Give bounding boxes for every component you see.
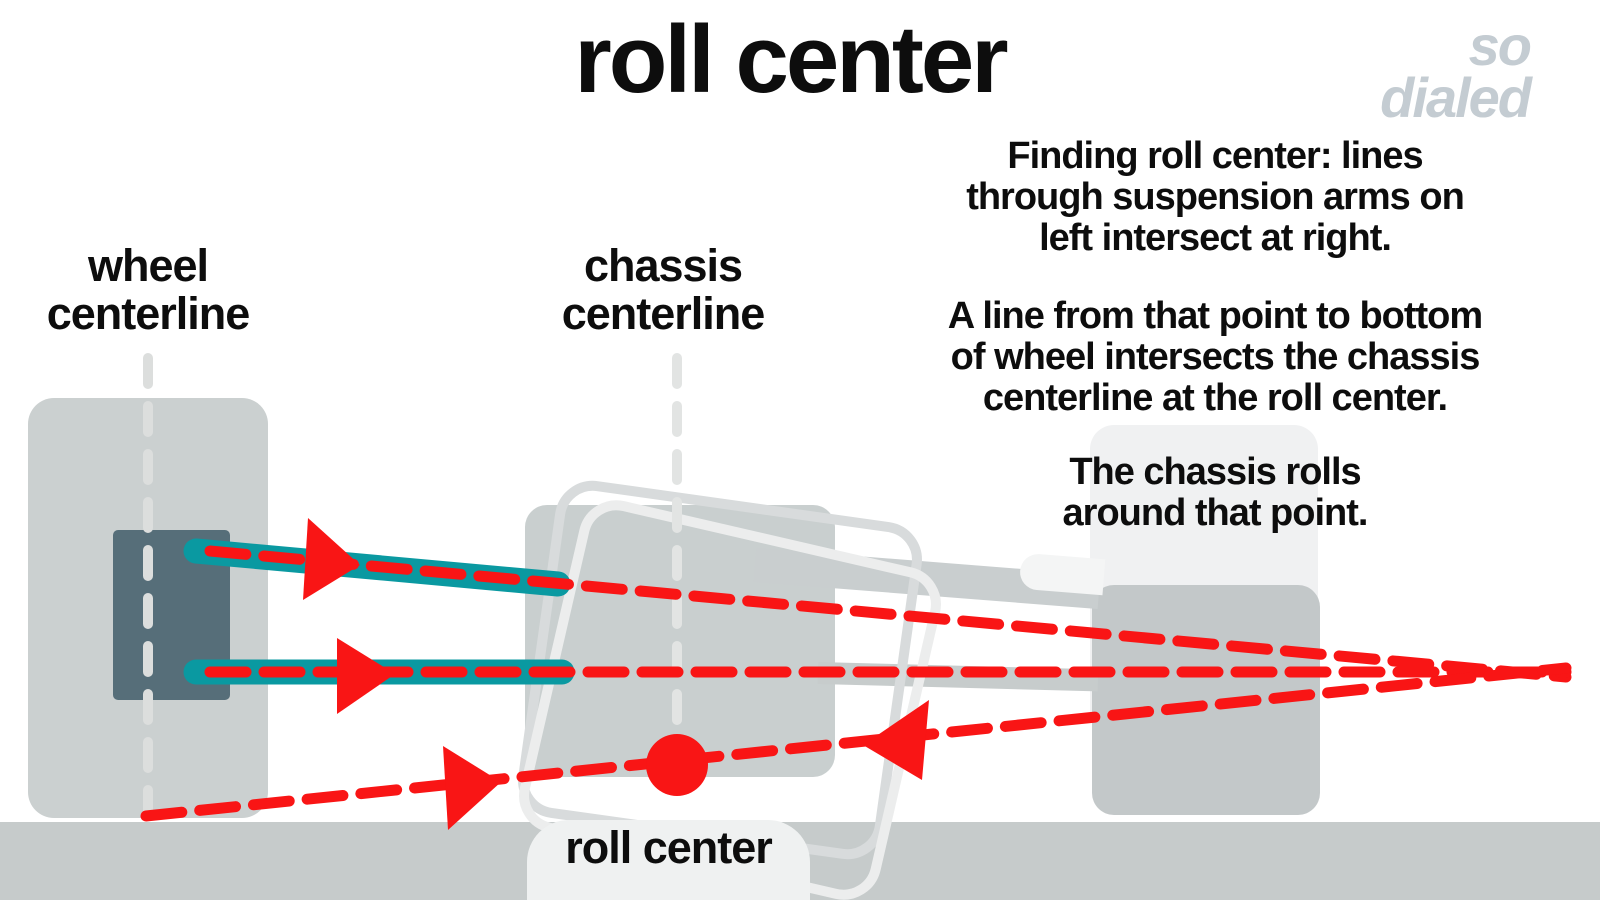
note-line: centerline at the roll center. <box>982 377 1448 420</box>
arrow-right-icon <box>443 746 501 830</box>
page-title: roll center <box>574 6 1008 113</box>
note-line: through suspension arms on <box>966 176 1465 219</box>
note-line: Finding roll center: lines <box>1007 135 1423 177</box>
note-finding-roll-center: Finding roll center: lines through suspe… <box>880 135 1550 260</box>
right-ghost-wheel-lower-shape <box>1092 585 1320 815</box>
label-line: wheel <box>87 240 209 291</box>
wheel-centerline-label: wheel centerline <box>0 240 318 340</box>
note-line: left intersect at right. <box>1039 217 1392 260</box>
note-line: around that point. <box>1062 492 1369 535</box>
arrow-right-icon <box>303 518 360 600</box>
label-line: centerline <box>561 288 766 340</box>
note-line: of wheel intersects the chassis <box>950 336 1481 379</box>
label-line: centerline <box>46 288 251 340</box>
logo-line-2: dialed <box>1380 65 1532 129</box>
note-line-from-point: A line from that point to bottom of whee… <box>880 295 1550 420</box>
ghost-upper-arm-highlight <box>1018 552 1106 596</box>
roll-center-label: roll center <box>565 822 773 873</box>
roll-center-label-pill: roll center <box>527 820 810 900</box>
note-chassis-rolls: The chassis rolls around that point. <box>880 451 1550 535</box>
label-line: chassis <box>583 240 743 291</box>
chassis-centerline-label: chassis centerline <box>493 240 833 340</box>
arrow-right-icon <box>337 638 395 714</box>
so-dialed-logo: so dialed <box>1300 14 1532 129</box>
note-line: The chassis rolls <box>1069 451 1361 493</box>
wheel-hub-shape <box>113 530 230 700</box>
note-line: A line from that point to bottom <box>947 295 1483 337</box>
logo-line-1: so <box>1468 14 1532 77</box>
